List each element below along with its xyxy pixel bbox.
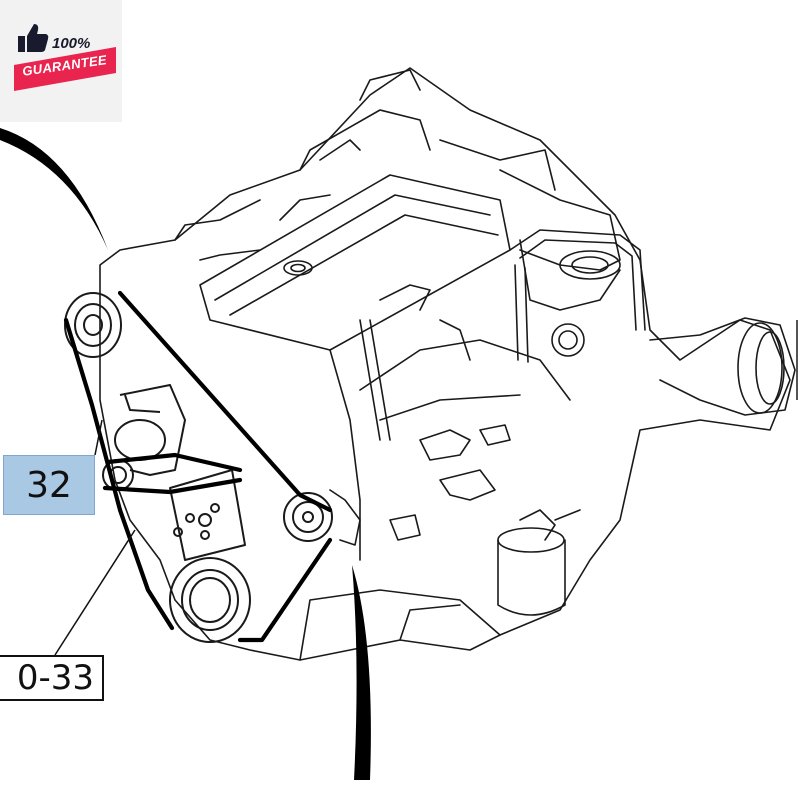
leader-ref bbox=[54, 529, 136, 656]
guarantee-badge: 100% GUARANTEE bbox=[0, 0, 122, 122]
arc-top bbox=[0, 128, 108, 250]
drive-belt bbox=[63, 290, 333, 643]
engine-block-outline bbox=[99, 67, 791, 661]
part-number-callout[interactable]: 32 bbox=[3, 455, 95, 515]
valve-cover bbox=[199, 174, 511, 351]
intake-manifold bbox=[499, 169, 621, 271]
oil-filler-cap bbox=[283, 260, 313, 276]
crankshaft-pulley bbox=[64, 292, 122, 358]
oil-pan bbox=[299, 589, 501, 661]
idler-pulley bbox=[283, 492, 333, 542]
leader-32 bbox=[94, 419, 103, 456]
oil-filter bbox=[497, 539, 566, 616]
reference-callout[interactable]: 0-33 bbox=[0, 655, 104, 701]
arc-bottom bbox=[352, 565, 371, 780]
water-pump-pulley bbox=[169, 557, 251, 643]
thumbs-up-icon bbox=[18, 24, 49, 52]
badge-percent-text: 100% bbox=[52, 35, 91, 52]
coolant-outlet bbox=[649, 317, 796, 416]
